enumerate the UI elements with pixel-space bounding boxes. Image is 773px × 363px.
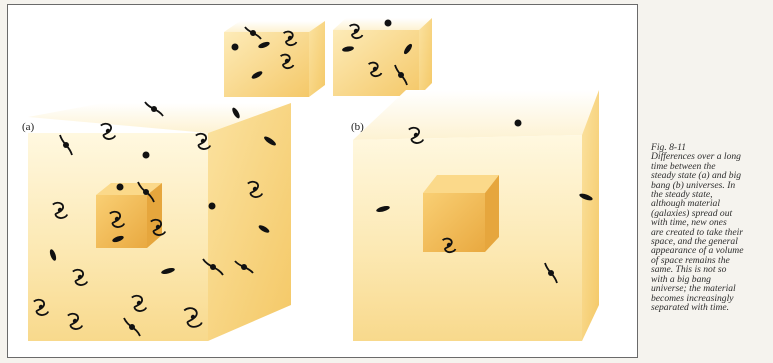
figure-illustration [8,5,637,357]
galaxy-dot [129,324,135,330]
galaxy-dot [373,67,377,71]
galaxy-dot [39,305,43,309]
galaxy-dot [143,189,149,195]
galaxy-dot [117,184,124,191]
galaxy-dot [250,30,256,36]
galaxy-dot [191,315,195,319]
galaxy-dot [447,243,451,247]
galaxy-dot [548,270,554,276]
galaxy-dot [156,225,160,229]
galaxy-dot [354,29,358,33]
panel-label-b: (b) [351,121,364,133]
caption-line: separated with time. [651,303,769,312]
galaxy-dot [73,319,77,323]
galaxy-dot [137,301,141,305]
galaxy-dot [143,152,150,159]
large-cube-b [353,90,599,341]
galaxy-dot [285,59,289,63]
galaxy-dot [288,36,292,40]
galaxy-dot [115,217,119,221]
galaxy-dot [209,203,216,210]
figure-frame: (a) (b) [7,4,638,358]
galaxy-dot [414,133,418,137]
small-cube-b [333,18,432,96]
galaxy-dot [58,208,62,212]
galaxy-dot [241,264,247,270]
galaxy-dot [151,106,157,112]
galaxy-dot [78,275,82,279]
galaxy-dot [210,264,216,270]
galaxy-dot [201,139,205,143]
galaxy-dot [515,120,522,127]
galaxy-dot [63,142,69,148]
galaxy-dot [385,20,392,27]
galaxy-dot [398,72,404,78]
galaxy-dot [253,187,257,191]
panel-label-a: (a) [22,121,34,133]
galaxy-dot [232,44,239,51]
small-cube-a [224,21,325,97]
galaxy-dot [106,129,110,133]
